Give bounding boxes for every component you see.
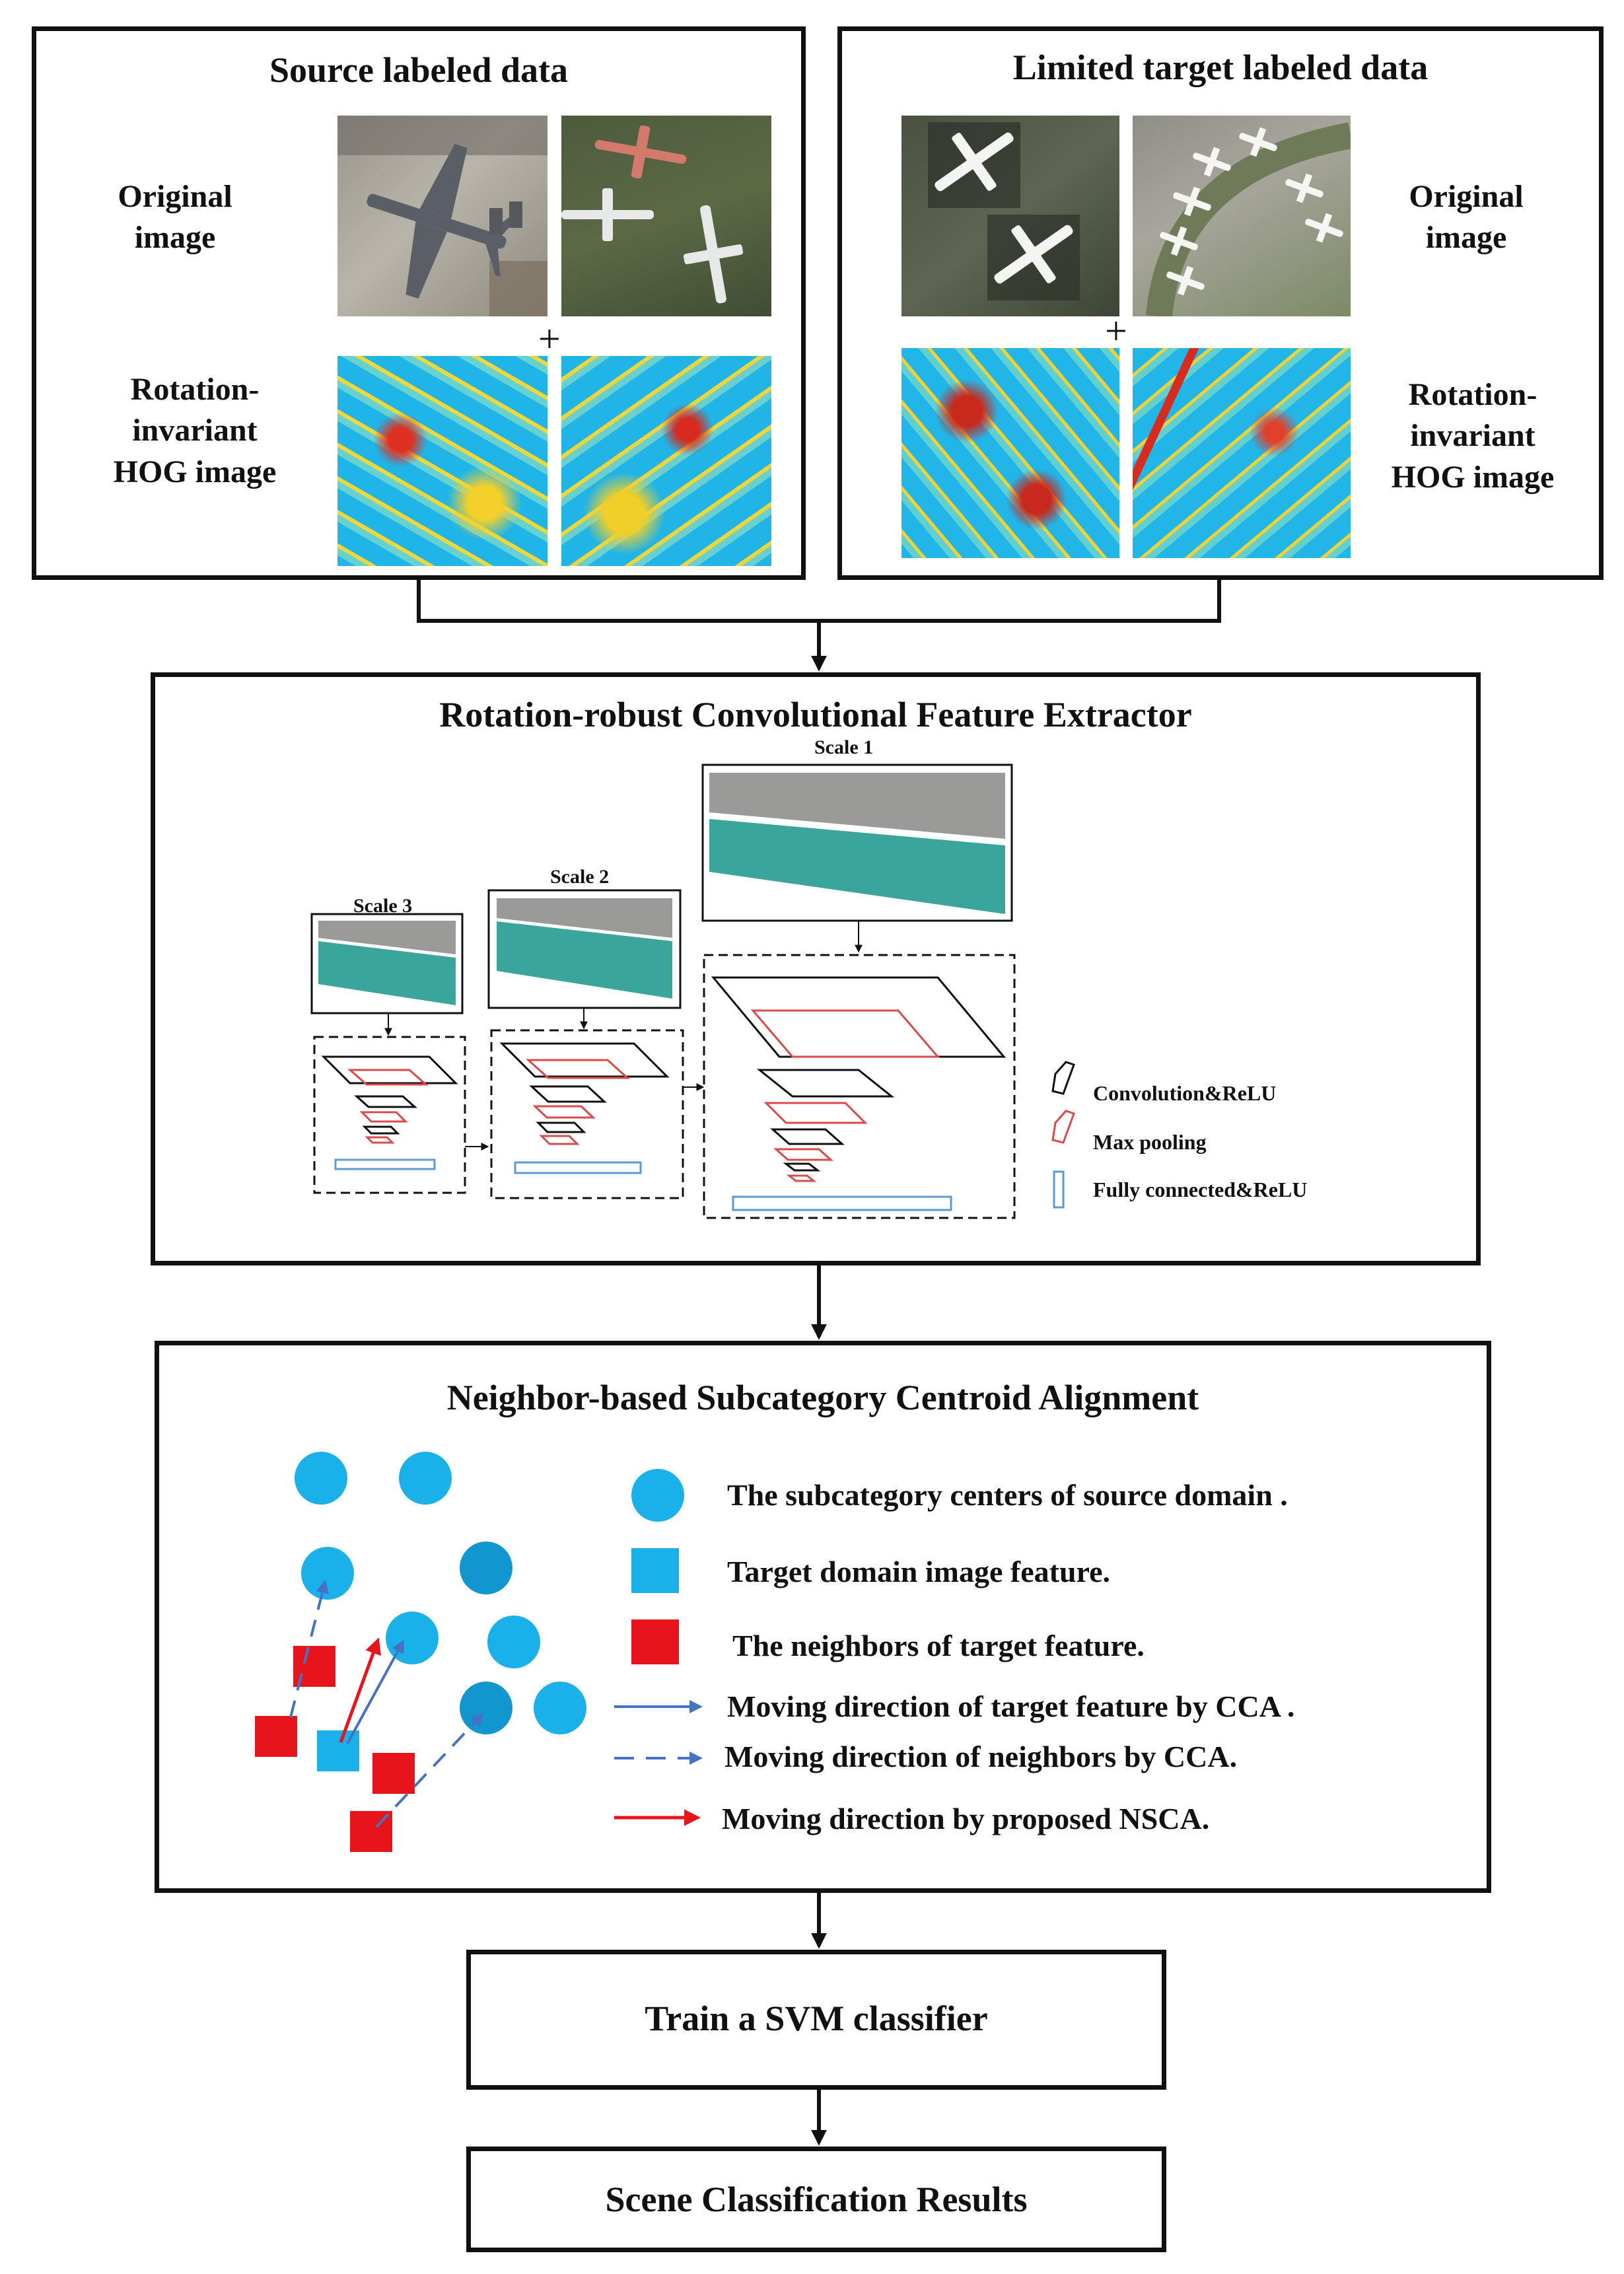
source-hog-label: Rotation- invariant HOG image — [96, 369, 294, 493]
scale-1-photo-layer — [709, 773, 1005, 839]
svm-label: Train a SVM classifier — [645, 1999, 988, 2038]
source-center-7 — [460, 1682, 512, 1734]
legend-neighbors-label: The neighbors of target feature. — [732, 1629, 1145, 1662]
legend-nsca-label: Moving direction by proposed NSCA. — [722, 1802, 1210, 1835]
legend-cca-target-label: Moving direction of target feature by CC… — [727, 1689, 1295, 1723]
alignment-panel: Neighbor-based Subcategory Centroid Alig… — [155, 1341, 1491, 1893]
source-hog-label-line2: invariant — [132, 413, 258, 448]
target-hog-image-2 — [1133, 348, 1351, 558]
source-panel-title: Source labeled data — [269, 50, 568, 90]
target-airport-photo-2 — [1133, 116, 1351, 316]
panel-connectors — [417, 580, 1221, 2146]
target-original-label-line1: Original — [1409, 179, 1524, 214]
cca-target-arrow — [346, 1639, 404, 1744]
results-label: Scene Classification Results — [605, 2180, 1028, 2219]
alignment-panel-title: Neighbor-based Subcategory Centroid Alig… — [446, 1378, 1199, 1417]
cca-neighbor-arrow-1 — [289, 1580, 329, 1718]
source-hog-label-line3: HOG image — [113, 454, 277, 489]
source-hog-label-line1: Rotation- — [130, 372, 260, 407]
airplane-icon — [928, 122, 1080, 301]
source-airport-photo-1 — [337, 116, 547, 316]
neighbor-square-2 — [255, 1716, 297, 1757]
scale-1-hog-layer — [709, 819, 1005, 914]
scale-2-label: Scale 2 — [550, 866, 610, 888]
scatter-plot — [255, 1452, 586, 1852]
scale-1-group — [701, 764, 1016, 1219]
legend-conv-icon — [1051, 1061, 1075, 1095]
legend-fc-label: Fully connected&ReLU — [1093, 1178, 1308, 1201]
source-hog-image-1 — [337, 356, 547, 566]
extractor-panel-title: Rotation-robust Convolutional Feature Ex… — [439, 695, 1192, 734]
legend-fc-icon — [1053, 1170, 1065, 1209]
scale-1-fc-layer — [732, 1195, 952, 1211]
results-box: Scene Classification Results — [466, 2147, 1166, 2252]
scale-2-network-frame — [490, 1029, 684, 1199]
airplane-icon — [337, 116, 547, 316]
scale-3-group — [310, 913, 466, 1194]
target-hog-label-line1: Rotation- — [1408, 377, 1537, 412]
target-original-label-line2: image — [1425, 220, 1507, 256]
source-original-label: Original image — [96, 176, 254, 259]
source-center-3 — [301, 1547, 354, 1600]
target-hog-label-line2: invariant — [1410, 418, 1536, 454]
legend-cca-neighbors-label: Moving direction of neighbors by CCA. — [724, 1740, 1238, 1773]
source-airport-photo-2 — [561, 116, 771, 316]
source-center-1 — [295, 1452, 347, 1505]
target-panel-title: Limited target labeled data — [1012, 48, 1429, 87]
source-center-6 — [487, 1616, 540, 1668]
legend-conv-label: Convolution&ReLU — [1093, 1081, 1277, 1105]
source-panel: Source labeled data Original image Rotat… — [32, 26, 806, 580]
legend-target-square-icon — [631, 1548, 679, 1593]
target-hog-image-1 — [901, 348, 1119, 558]
target-plus-sign: + — [1105, 309, 1127, 353]
source-center-4 — [460, 1542, 512, 1594]
airplane-icon — [561, 125, 744, 304]
source-center-8 — [534, 1682, 586, 1734]
source-original-label-line2: image — [134, 220, 216, 256]
svm-box: Train a SVM classifier — [466, 1950, 1166, 2090]
target-hog-label-line3: HOG image — [1391, 459, 1555, 495]
nsca-arrow — [339, 1637, 381, 1743]
legend-pool-icon — [1051, 1110, 1075, 1144]
target-original-label: Original image — [1364, 176, 1569, 259]
merge-connector — [417, 580, 1221, 623]
target-feature-square — [317, 1730, 359, 1771]
legend-neighbor-square-icon — [631, 1619, 679, 1664]
legend-source-centers-label: The subcategory centers of source domain… — [727, 1478, 1288, 1512]
legend-pool-label: Max pooling — [1093, 1130, 1207, 1154]
source-plus-sign: + — [538, 317, 561, 361]
legend-source-circle-icon — [631, 1469, 684, 1522]
source-original-label-line1: Original — [118, 179, 232, 214]
scale-1-network-frame — [703, 954, 1016, 1219]
airplane-icon — [1146, 122, 1351, 316]
scale-2-group — [487, 889, 684, 1199]
legend-target-feature-label: Target domain image feature. — [727, 1555, 1111, 1588]
scale-3-network-frame — [313, 1036, 466, 1194]
source-hog-image-2 — [561, 356, 771, 566]
scale-1-label: Scale 1 — [814, 736, 874, 758]
target-hog-label: Rotation- invariant HOG image — [1364, 374, 1582, 498]
target-panel: Limited target labeled data — [837, 26, 1604, 580]
target-airport-photo-1 — [901, 116, 1119, 316]
neighbor-square-3 — [372, 1753, 415, 1794]
source-center-2 — [399, 1452, 452, 1505]
